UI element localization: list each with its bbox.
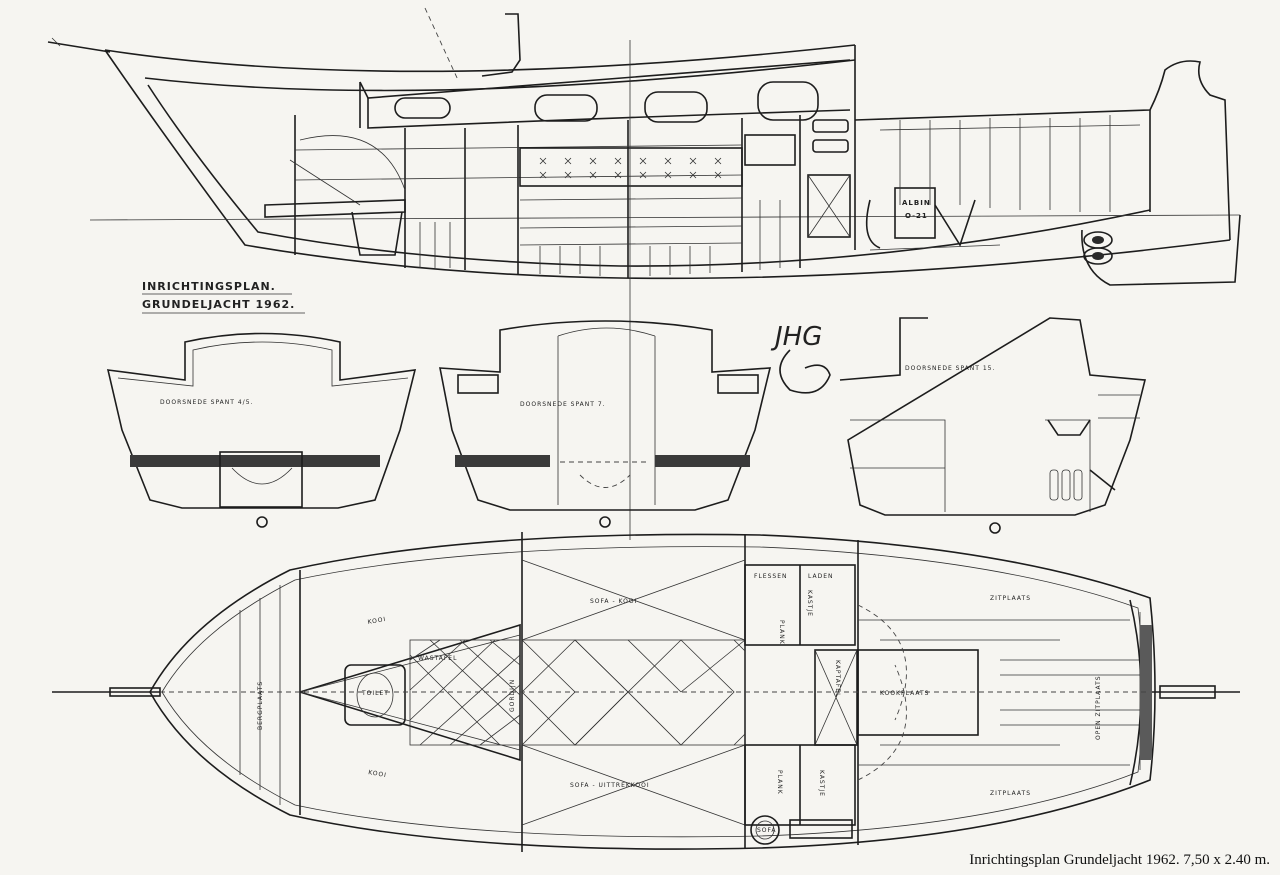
title-line-1: INRICHTINGSPLAN. [142,280,276,293]
engine-model-label: O-21 [905,212,928,220]
label-sofa-uittrekkooi: SOFA - UITTREKKOOI [570,782,650,789]
section-1-label: DOORSNEDE SPANT 4/5. [160,399,253,406]
engine-label: ALBIN [902,199,931,207]
side-profile-view: ALBIN O-21 [47,7,1241,540]
designer-signature: JHG [770,322,831,394]
figure-caption: Inrichtingsplan Grundeljacht 1962. 7,50 … [969,852,1270,868]
section-3-label: DOORSNEDE SPANT 15. [905,365,995,372]
label-kooi-top: KOOI [367,616,387,626]
label-plank-top: PLANK [778,620,785,645]
cross-section-1: DOORSNEDE SPANT 4/5. [106,332,417,528]
drawing-title: INRICHTINGSPLAN. GRUNDELJACHT 1962. [142,280,305,314]
title-line-2: GRUNDELJACHT 1962. [142,298,295,311]
label-open-zitplaats: OPEN ZITPLAATS [1095,675,1102,740]
label-kaptafel: KAPTAFEL [834,660,841,697]
label-bergplaats-left: BERGPLAATS [257,681,264,730]
label-kookplaats: KOOKPLAATS [880,690,929,697]
label-kastje-top: KASTJE [806,590,813,617]
label-zitplaats-top: ZITPLAATS [990,595,1031,602]
label-flessen: FLESSEN [754,573,787,580]
label-wastafel: WASTAFEL [418,655,457,662]
deck-plan-view: KOOI KOOI BERGPLAATS TOILET WASTAFEL GOR… [52,532,1240,852]
label-plank-bottom: PLANK [776,770,783,795]
label-sofa-kooi: SOFA - KOOI [590,598,637,605]
label-laden: LADEN [808,573,833,580]
cross-section-3: DOORSNEDE SPANT 15. [839,317,1147,534]
label-sofa-round: SOFA [757,827,777,834]
section-2-label: DOORSNEDE SPANT 7. [520,401,606,408]
label-kooi-bottom: KOOI [368,769,388,779]
label-kastje-bottom: KASTJE [818,770,825,797]
cross-section-2: DOORSNEDE SPANT 7. [439,320,772,528]
label-toilet: TOILET [361,690,389,697]
label-gordijn: GORDIJN [509,679,516,712]
signature-text: JHG [770,322,822,352]
label-zitplaats-bottom: ZITPLAATS [990,790,1031,797]
